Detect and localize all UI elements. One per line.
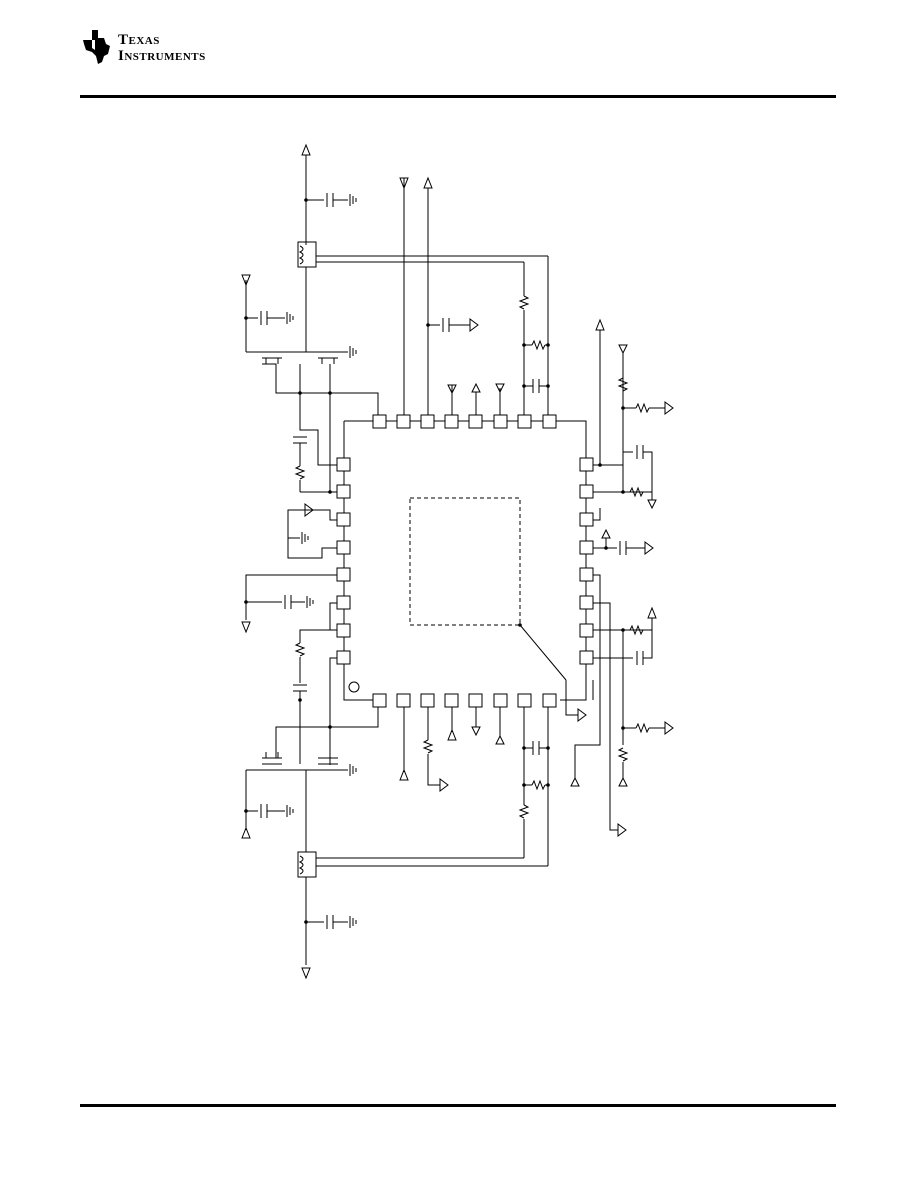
- logo-line2: Instruments: [118, 48, 206, 64]
- right-pins: [579, 457, 594, 665]
- resistor-icon: [518, 295, 530, 310]
- signal-triangle-icon: [469, 318, 479, 332]
- footer-rule: [80, 1104, 836, 1107]
- logo-line1: Texas: [118, 32, 160, 48]
- pin1-marker: [348, 681, 360, 693]
- left-side-network: [241, 503, 337, 765]
- upper-power-stage: [241, 143, 550, 494]
- right-side-network: [565, 318, 674, 837]
- ti-logo-icon: [83, 30, 110, 64]
- bottom-pins: [372, 693, 557, 708]
- ti-logo: Texas Instruments: [83, 30, 206, 64]
- lower-power-stage: [241, 707, 550, 980]
- inductor-icon: [297, 241, 317, 268]
- ic-package: [343, 420, 587, 701]
- header-rule: [80, 95, 836, 98]
- thermal-pad: [409, 497, 521, 626]
- power-arrow-icon: [301, 143, 311, 156]
- mosfet-icon: [262, 351, 282, 364]
- top-pins: [372, 414, 557, 429]
